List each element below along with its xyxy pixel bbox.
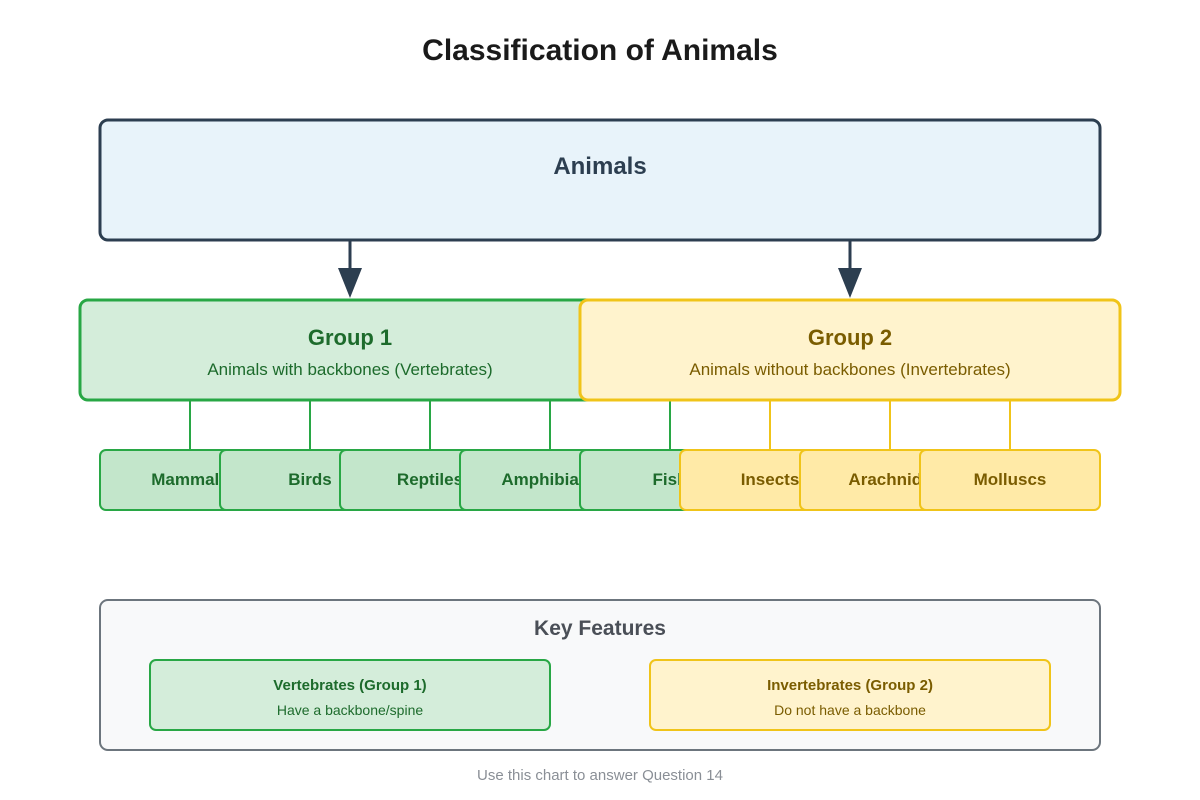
group-1-subtitle: Animals with backbones (Vertebrates)	[207, 360, 492, 379]
key-vertebrates: Vertebrates (Group 1) Have a backbone/sp…	[149, 659, 551, 731]
key-features-title: Key Features	[534, 617, 666, 640]
group-1-leaves: Mammals Birds Reptiles Amphibians Fish	[99, 449, 761, 511]
arrow-head-group-1	[338, 268, 362, 298]
group-2-connectors	[769, 400, 1011, 450]
key-vertebrates-heading: Vertebrates (Group 1)	[273, 677, 426, 694]
group-1-connectors	[189, 400, 671, 450]
footer-note: Use this chart to answer Question 14	[477, 767, 723, 784]
leaf-label: Birds	[288, 470, 331, 489]
leaf-molluscs: Molluscs	[919, 449, 1101, 511]
group-2-node: Group 2 Animals without backbones (Inver…	[578, 298, 1122, 402]
root-label: Animals	[553, 153, 646, 180]
group-2-leaves: Insects Arachnids Molluscs	[679, 449, 1101, 511]
leaf-label: Arachnids	[848, 470, 931, 489]
leaf-label: Reptiles	[397, 470, 463, 489]
group-1-title: Group 1	[308, 325, 392, 350]
key-invertebrates: Invertebrates (Group 2) Do not have a ba…	[649, 659, 1051, 731]
arrow-head-group-2	[838, 268, 862, 298]
group-2-subtitle: Animals without backbones (Invertebrates…	[689, 360, 1010, 379]
key-invertebrates-description: Do not have a backbone	[774, 702, 926, 718]
group-1-node: Group 1 Animals with backbones (Vertebra…	[78, 298, 622, 402]
group-2-title: Group 2	[808, 325, 892, 350]
key-vertebrates-description: Have a backbone/spine	[277, 702, 424, 718]
key-invertebrates-heading: Invertebrates (Group 2)	[767, 677, 933, 694]
leaf-label: Insects	[741, 470, 800, 489]
root-node: Animals	[98, 118, 1102, 242]
leaf-label: Mammals	[151, 470, 228, 489]
leaf-label: Fish	[653, 470, 688, 489]
diagram-title: Classification of Animals	[422, 34, 778, 67]
leaf-label: Amphibians	[501, 470, 598, 489]
leaf-label: Molluscs	[974, 470, 1047, 489]
key-features-panel: Key Features Vertebrates (Group 1) Have …	[99, 599, 1101, 751]
